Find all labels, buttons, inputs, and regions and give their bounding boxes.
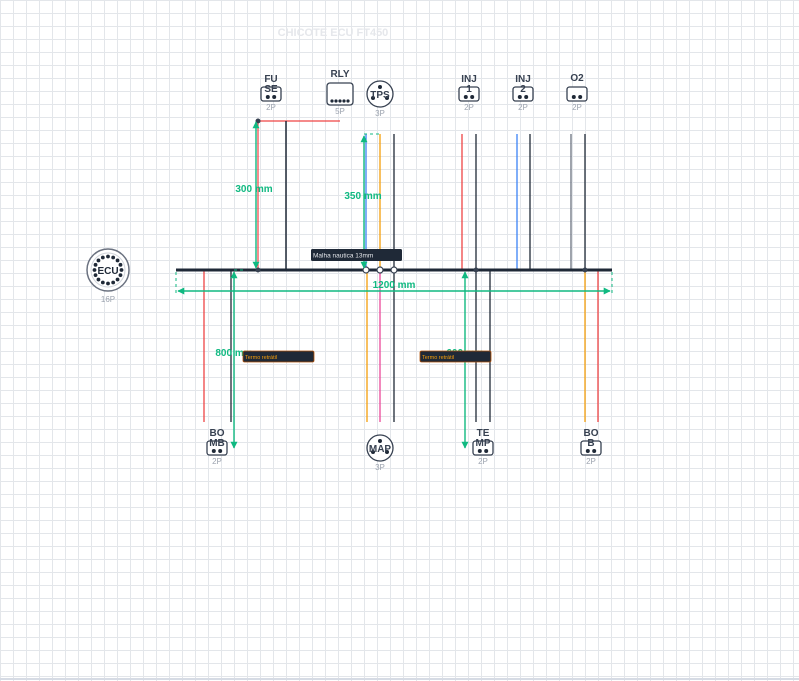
connector-rly-pin-count: 5P xyxy=(335,107,345,116)
connector-bob-pin-count: 2P xyxy=(586,457,596,466)
connector-fuse-label: FU xyxy=(264,74,277,85)
ecu-label: ECU xyxy=(97,266,118,277)
connector-bob[interactable]: BOB 2P xyxy=(580,428,602,466)
canvas-bottom-border xyxy=(0,678,799,680)
connector-bob-label: B xyxy=(587,438,594,449)
heatshrink-tag-right-label: Termo retrátil xyxy=(422,355,454,361)
heatshrink-tag-left-label: Termo retrátil xyxy=(245,355,277,361)
heatshrink-tag-left[interactable]: Termo retrátil xyxy=(242,350,315,363)
connector-bob-label: BO xyxy=(584,428,599,439)
dimension-guides xyxy=(175,133,613,294)
connector-o2-pin-count: 2P xyxy=(572,103,582,112)
splice-o2[interactable] xyxy=(582,267,588,273)
connector-rly[interactable]: RLY 5P xyxy=(326,69,354,116)
connector-o2-label: O2 xyxy=(570,73,584,84)
connector-tps[interactable]: TPS 3P xyxy=(366,80,394,118)
connector-temp-label: MP xyxy=(476,438,491,449)
connector-inj1-label: 1 xyxy=(466,84,472,95)
connector-map[interactable]: MAP 3P xyxy=(366,434,394,472)
connector-bomb-label: BO xyxy=(210,428,225,439)
connector-o2[interactable]: O2 2P xyxy=(566,73,588,112)
mesh-tag[interactable]: Malha nautica 13mm xyxy=(311,249,402,261)
connector-bomb-label: MB xyxy=(209,438,225,449)
ecu-connector[interactable]: ECU 16P xyxy=(86,248,130,304)
connector-rly-label: RLY xyxy=(330,69,349,80)
connector-temp-label: TE xyxy=(477,428,490,439)
connector-inj2-label: 2 xyxy=(520,84,526,95)
splice-inj1[interactable] xyxy=(473,267,479,273)
connector-tps-label: TPS xyxy=(370,90,390,101)
connector-fuse-pin-count: 2P xyxy=(266,103,276,112)
connector-bomb-pin-count: 2P xyxy=(212,457,222,466)
connector-inj1-pin-count: 2P xyxy=(464,103,474,112)
dim-label-fuse[interactable]: 300 mm xyxy=(235,184,272,195)
connector-fuse-label: SE xyxy=(264,84,278,95)
dim-label-tps[interactable]: 350 mm xyxy=(344,191,381,202)
splice-fuse[interactable] xyxy=(255,267,261,273)
diagram-title: CHICOTE ECU FT450 xyxy=(278,27,389,39)
connectors: FUSE2PRLY5PTPS3PINJ12PINJ22PO22PBOMB2PMA… xyxy=(206,69,602,472)
dim-label-bomb[interactable]: 800 mm xyxy=(215,348,252,359)
connector-inj2-label: INJ xyxy=(515,74,531,85)
heatshrink-tag-right[interactable]: Termo retrátil xyxy=(419,350,492,363)
connector-inj2-pin-count: 2P xyxy=(518,103,528,112)
connector-map-pin-count: 3P xyxy=(375,463,385,472)
connector-tps-pin-count: 3P xyxy=(375,109,385,118)
connector-temp-pin-count: 2P xyxy=(478,457,488,466)
splice-tps-3[interactable] xyxy=(390,266,398,274)
connector-map-label: MAP xyxy=(369,444,392,455)
splice-tps-2[interactable] xyxy=(376,266,384,274)
mesh-tag-label: Malha nautica 13mm xyxy=(313,253,373,260)
ecu-pin-count: 16P xyxy=(101,295,115,304)
connector-inj1-label: INJ xyxy=(461,74,477,85)
dim-label-trunk[interactable]: 1200 mm xyxy=(373,280,416,291)
splice-points xyxy=(255,118,588,274)
